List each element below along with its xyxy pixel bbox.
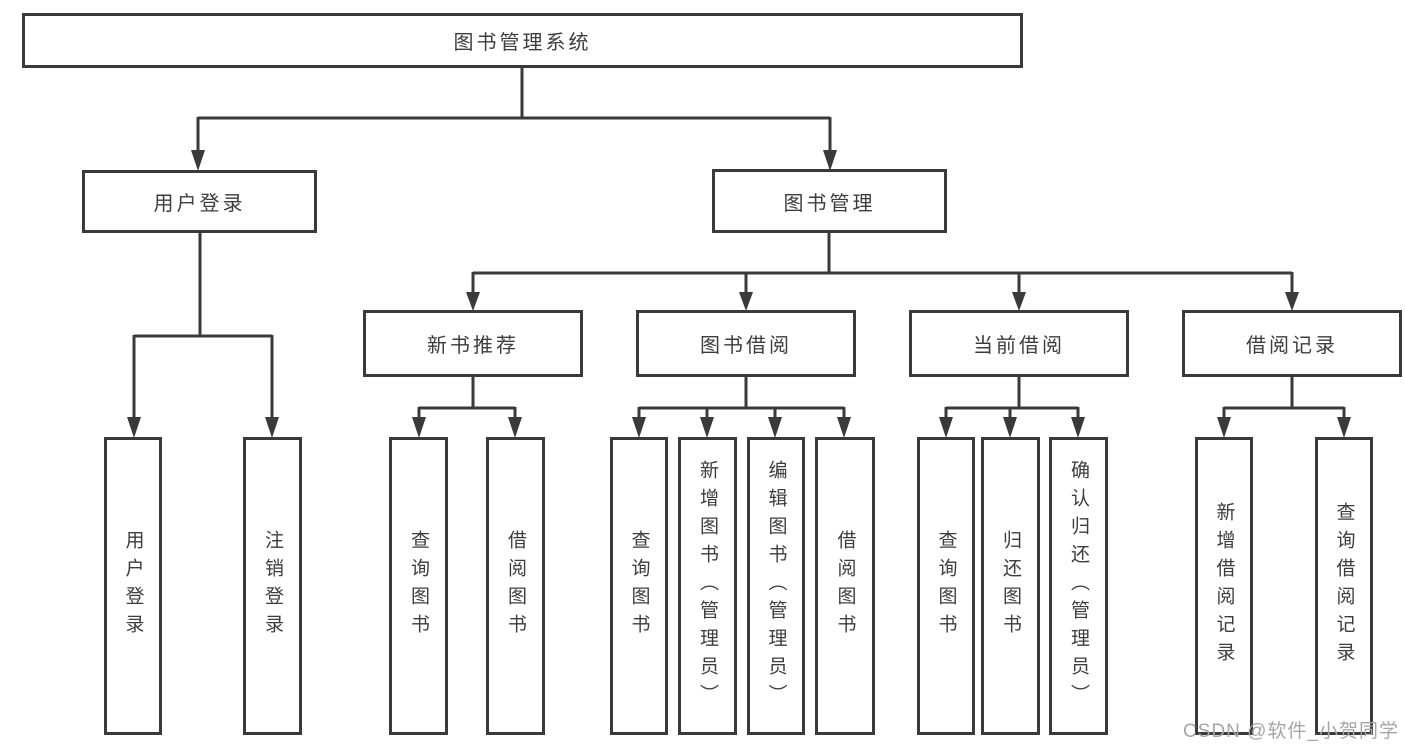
leaf-query-books-recommend: 查询图书	[389, 437, 448, 735]
leaf-borrow-books-recommend: 借阅图书	[486, 437, 545, 735]
node-library-system: 图书管理系统	[22, 13, 1023, 68]
node-current-borrowing: 当前借阅	[909, 310, 1129, 377]
node-book-borrowing: 图书借阅	[636, 310, 856, 377]
leaf-confirm-return-admin: 确认归还（管理员）	[1049, 437, 1108, 735]
leaf-borrow-books-borrowing: 借阅图书	[815, 437, 875, 735]
leaf-add-book-admin: 新增图书（管理员）	[678, 437, 737, 735]
arrowheads	[127, 150, 1351, 438]
csdn-watermark: CSDN @软件_小贺同学	[1183, 721, 1399, 742]
leaf-query-books-borrowing: 查询图书	[610, 437, 668, 735]
node-user-login: 用户登录	[82, 170, 317, 233]
leaf-return-book: 归还图书	[981, 437, 1040, 735]
leaf-query-borrow-record: 查询借阅记录	[1315, 437, 1373, 735]
leaf-edit-book-admin: 编辑图书（管理员）	[747, 437, 805, 735]
node-borrow-records: 借阅记录	[1182, 310, 1402, 377]
node-book-management: 图书管理	[712, 169, 947, 233]
leaf-query-books-current: 查询图书	[917, 437, 975, 735]
leaf-logout: 注销登录	[243, 437, 302, 735]
node-new-book-recommend: 新书推荐	[363, 310, 583, 377]
leaf-add-borrow-record: 新增借阅记录	[1195, 437, 1253, 735]
leaf-user-login: 用户登录	[104, 437, 162, 735]
